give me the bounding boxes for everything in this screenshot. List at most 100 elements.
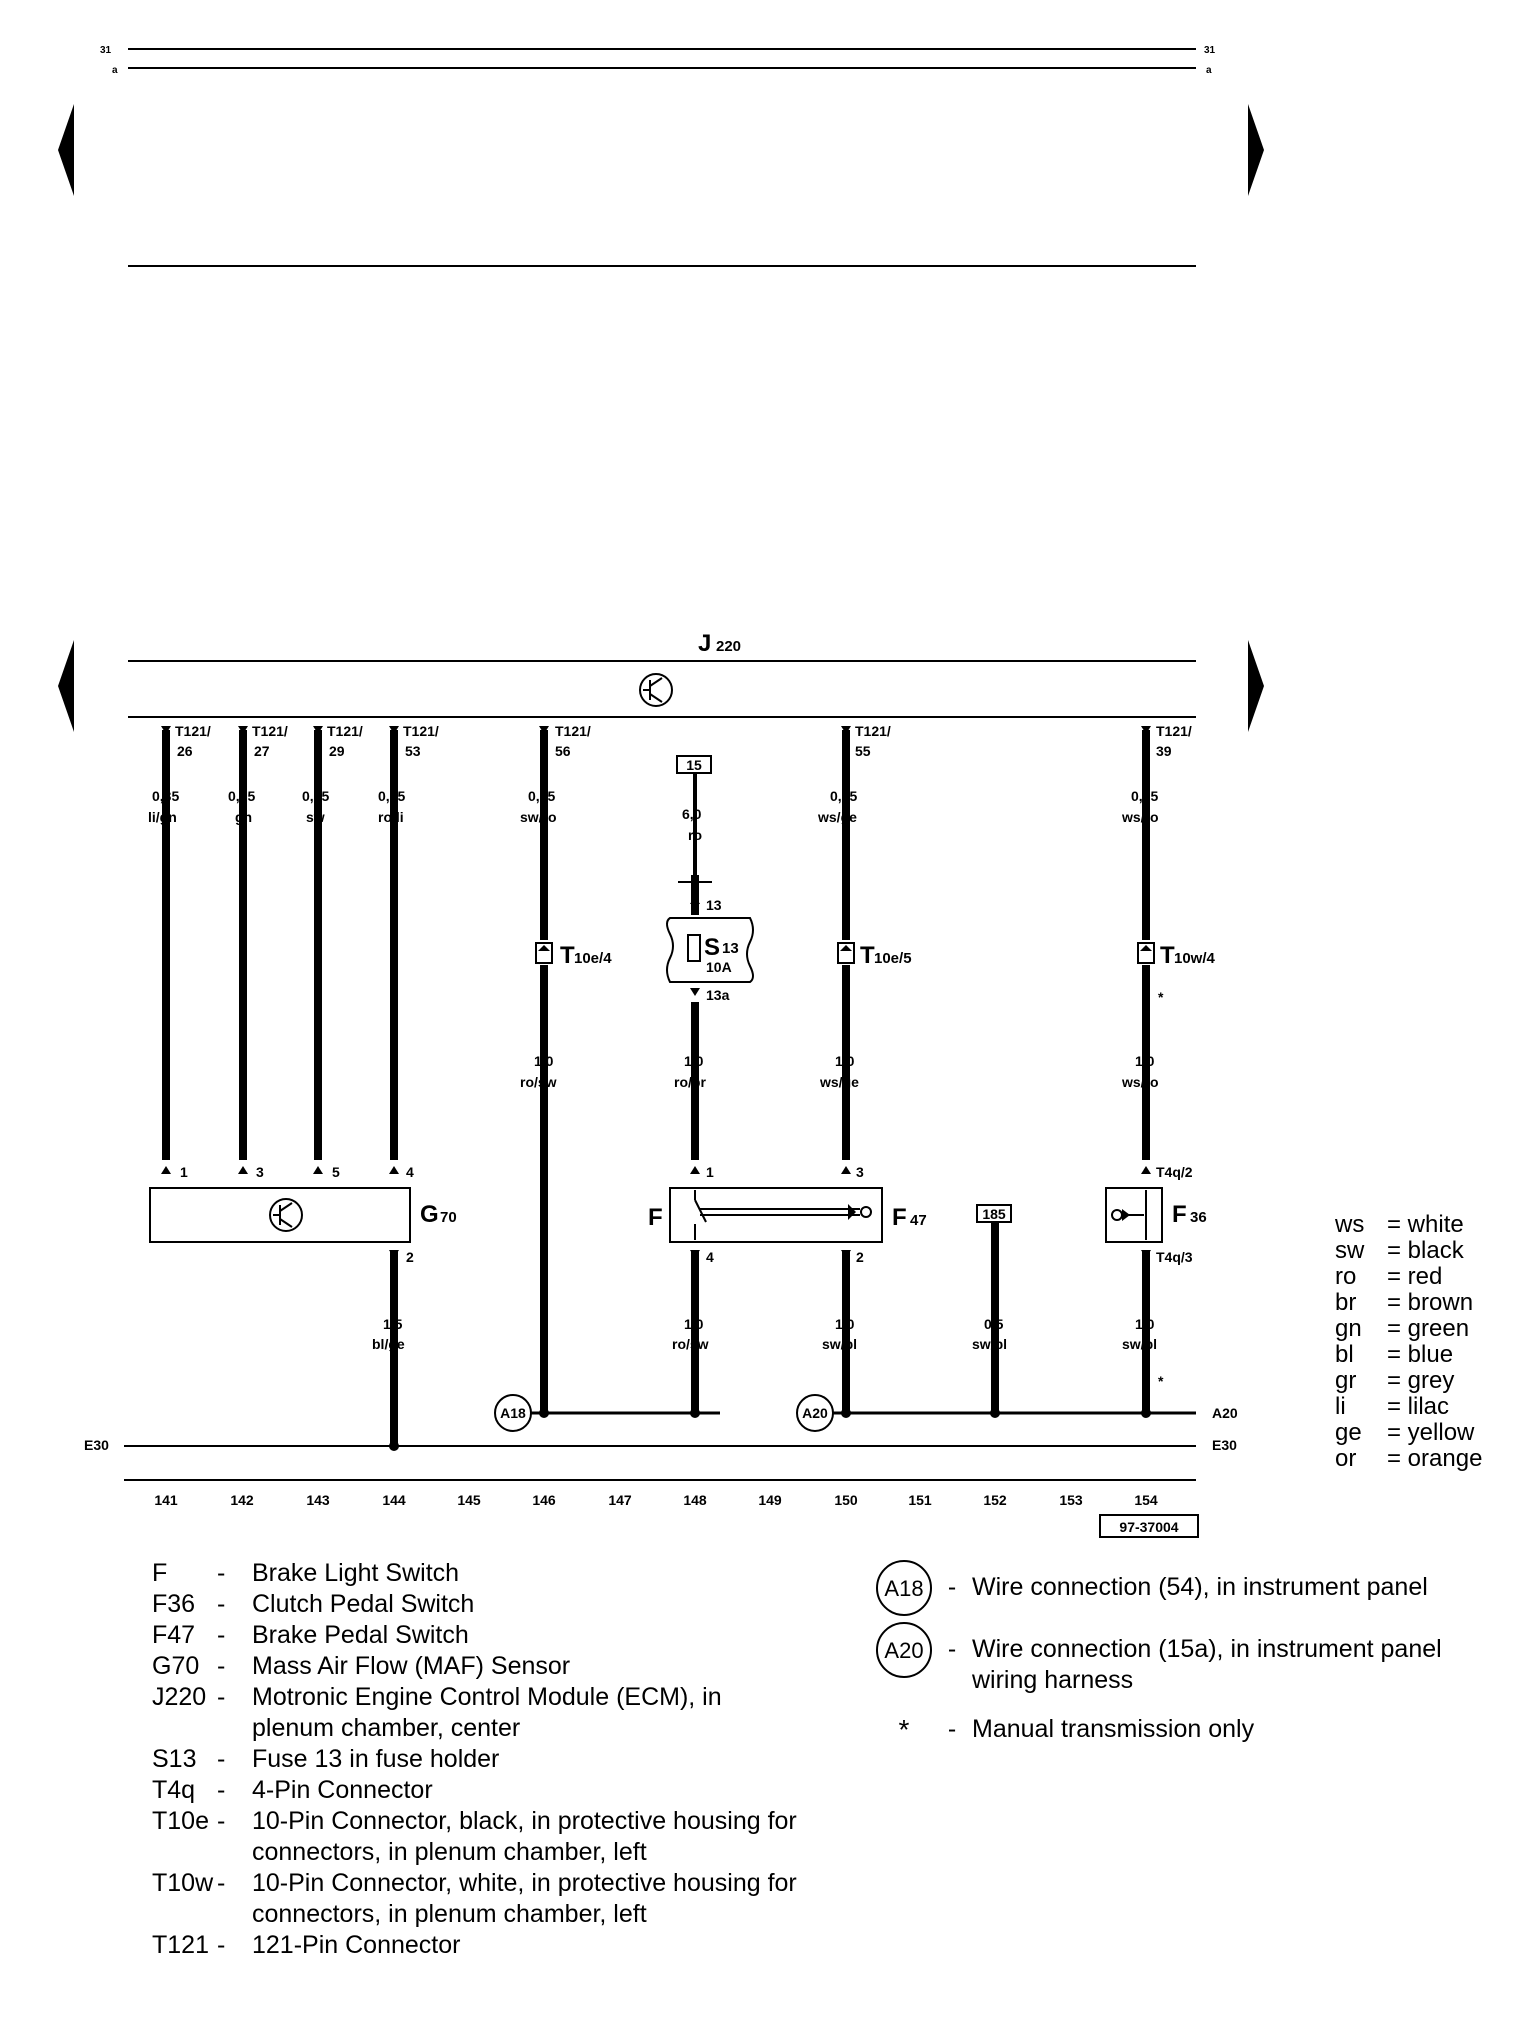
- legend-code: sw: [1335, 1237, 1365, 1264]
- legend-code: ws: [1335, 1211, 1365, 1238]
- mid-wire-labels: 1,0 ro/sw 1,0 ro/br 1,0 ws/ge 1,0 ws/ro: [520, 1053, 1159, 1090]
- terminal-185-label: 185: [982, 1206, 1006, 1222]
- legend-name: = blue: [1387, 1341, 1454, 1368]
- fuse-pin-top: 13: [706, 897, 722, 913]
- page-header: 31 a 31 a: [100, 45, 1216, 267]
- legend-row: or= orange: [1335, 1446, 1482, 1472]
- connector-sub: 10e/5: [874, 950, 912, 967]
- pin-t121-26: T121/ 26 0,35 li/gn: [148, 723, 211, 825]
- g70-pin: 5: [332, 1164, 340, 1180]
- pin-terminal: T121/: [252, 723, 288, 739]
- key-code: F36: [152, 1590, 196, 1618]
- conn-desc: Manual transmission only: [972, 1715, 1255, 1743]
- key-dash: -: [217, 1807, 226, 1835]
- key-code: S13: [152, 1745, 197, 1773]
- track-number: 144: [382, 1492, 406, 1508]
- key-desc: Mass Air Flow (MAF) Sensor: [252, 1652, 571, 1680]
- legend-code: ro: [1335, 1263, 1357, 1290]
- component-key: F-Brake Light Switch F36-Clutch Pedal Sw…: [152, 1558, 812, 1961]
- g70-pin: 3: [256, 1164, 264, 1180]
- connector-label: T: [560, 942, 575, 969]
- track-number: 149: [758, 1492, 782, 1508]
- wire-color-legend: ws= white sw= black ro= red br= brown gn…: [1335, 1212, 1482, 1472]
- wire-color: sw/ro: [520, 809, 557, 825]
- track-number: 145: [457, 1492, 481, 1508]
- next-page-arrow-icon[interactable]: [1248, 104, 1264, 196]
- asterisk-upper: *: [1158, 989, 1164, 1005]
- track-number: 148: [683, 1492, 707, 1508]
- legend-code: ge: [1335, 1419, 1362, 1446]
- key-row: T121-121-Pin Connector: [152, 1930, 812, 1961]
- track-number: 153: [1059, 1492, 1083, 1508]
- page-sub-left: a: [112, 65, 118, 76]
- key-desc: Clutch Pedal Switch: [252, 1590, 475, 1618]
- e30-left-label: E30: [84, 1437, 109, 1453]
- wire-color: ro/sw: [520, 1074, 557, 1090]
- legend-name: = grey: [1387, 1367, 1455, 1394]
- legend-name: = black: [1387, 1237, 1464, 1264]
- rail-a20: A20 A20: [796, 1394, 1238, 1432]
- e30-right-label: E30: [1212, 1437, 1237, 1453]
- wire-gauge: 1,0: [835, 1053, 855, 1069]
- wires: [162, 730, 1150, 1448]
- prev-page-arrow-icon[interactable]: [58, 104, 74, 196]
- switch-pin: 4: [706, 1249, 714, 1265]
- pin-number: 27: [254, 743, 270, 759]
- clutch-switch-f36: F 36 T4q/2 T4q/3: [1105, 1164, 1207, 1265]
- a20-label: A20: [802, 1405, 828, 1421]
- legend-name: = yellow: [1387, 1419, 1475, 1446]
- figure-id: 97-37004: [1099, 1514, 1199, 1538]
- conn-desc: Wire connection (54), in instrument pane…: [972, 1573, 1428, 1601]
- ecm-j220: J 220: [128, 630, 1196, 718]
- legend-code: gn: [1335, 1315, 1362, 1342]
- legend-code: bl: [1335, 1341, 1354, 1368]
- connector-t10e-5: T 10e/5: [837, 942, 912, 969]
- wire-gauge: 6,0: [682, 806, 702, 822]
- g70-pin: 4: [406, 1164, 414, 1180]
- legend-name: = white: [1387, 1211, 1464, 1238]
- key-dash: -: [217, 1931, 226, 1959]
- prev-section-arrow-icon[interactable]: [58, 640, 74, 732]
- wire-color: sw/bl: [1122, 1336, 1157, 1352]
- key-dash: -: [217, 1621, 226, 1649]
- key-code: G70: [152, 1652, 200, 1680]
- key-desc: Brake Light Switch: [252, 1559, 460, 1587]
- key-code: T10w: [152, 1869, 214, 1897]
- track-number: 151: [908, 1492, 932, 1508]
- legend-code: li: [1335, 1393, 1346, 1420]
- key-dash: -: [947, 1635, 957, 1663]
- brake-switch-f-f47: F F 47 1 3 4 2: [648, 1164, 927, 1265]
- wire-gauge: 1,0: [1135, 1053, 1155, 1069]
- next-section-arrow-icon[interactable]: [1248, 640, 1264, 732]
- pin-terminal: T121/: [403, 723, 439, 739]
- ecm-sub: 220: [716, 638, 741, 655]
- track-number: 141: [154, 1492, 178, 1508]
- page-sub-right: a: [1206, 65, 1212, 76]
- pin-t121-29: T121/ 29 0,35 sw: [302, 723, 363, 825]
- switch-pin: 2: [856, 1249, 864, 1265]
- key-row: T10e-10-Pin Connector, black, in protect…: [152, 1806, 812, 1868]
- ecm-label: J: [698, 630, 711, 657]
- track-number: 150: [834, 1492, 858, 1508]
- f47-label: F: [892, 1204, 907, 1231]
- low-wire-labels: 1,0 ro/sw 1,0 sw/bl 0,5 sw/bl 1,0 sw/bl: [672, 1316, 1157, 1352]
- g70-maf-sensor: G 70 1 3 5 4 2 1,5 bl/ge: [149, 1164, 457, 1352]
- g70-pin: 1: [180, 1164, 188, 1180]
- key-dash: -: [217, 1869, 226, 1897]
- f36-pin: T4q/2: [1156, 1164, 1193, 1180]
- key-row: F-Brake Light Switch: [152, 1558, 812, 1589]
- fuse-label: S: [704, 934, 720, 961]
- conn-code: *: [898, 1714, 910, 1745]
- ecm-pins: T121/ 26 0,35 li/gn T121/ 27 0,35 gn T12…: [148, 723, 1192, 825]
- wire-color: ro/sw: [672, 1336, 709, 1352]
- key-dash: -: [947, 1715, 957, 1743]
- page-number-left: 31: [100, 45, 112, 56]
- g70-out-pin: 2: [406, 1249, 414, 1265]
- f36-label: F: [1172, 1201, 1187, 1228]
- conn-row: A20 - Wire connection (15a), in instrume…: [876, 1622, 1492, 1696]
- legend-row: ro= red: [1335, 1264, 1482, 1290]
- key-row: J220-Motronic Engine Control Module (ECM…: [152, 1682, 812, 1744]
- pin-number: 39: [1156, 743, 1172, 759]
- switch-pin: 1: [706, 1164, 714, 1180]
